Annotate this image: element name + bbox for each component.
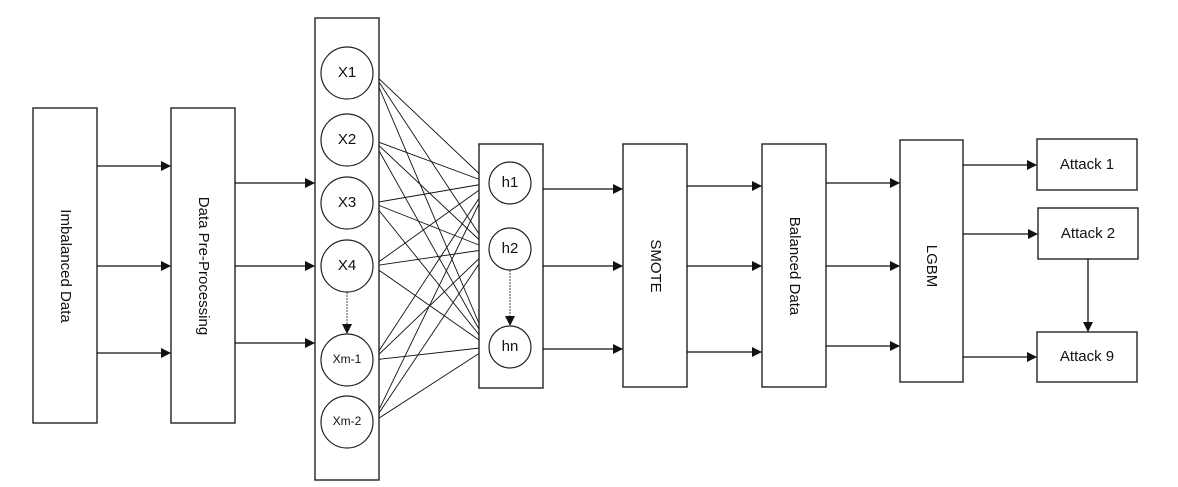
attack-2-box — [1037, 207, 1139, 260]
attack-1-label: Attack 1 — [1060, 156, 1114, 173]
input-node-x3-label: X3 — [338, 194, 356, 211]
input-node-xm-2-circle — [320, 395, 374, 449]
hidden-node-h1-circle — [488, 161, 532, 205]
attack-2-label: Attack 2 — [1061, 225, 1115, 242]
input-node-x4-circle — [320, 239, 374, 293]
lgbm-label: LGBM — [923, 245, 940, 288]
input-node-x2-label: X2 — [338, 131, 356, 148]
edge-x3-hn — [372, 202, 490, 348]
edge-x4-h2 — [372, 248, 490, 267]
input-node-x1-circle — [320, 46, 374, 100]
smote-label: SMOTE — [647, 239, 664, 292]
input-node-x2-circle — [320, 113, 374, 167]
edge-xm-2-hn — [372, 346, 490, 423]
hidden-node-h1-label: h1 — [502, 174, 519, 191]
preprocessing-label: Data Pre-Processing — [195, 197, 212, 335]
edge-x1-h2 — [372, 72, 490, 250]
preprocessing-box — [170, 107, 236, 424]
edge-x2-h2 — [372, 139, 490, 250]
attack-1-box — [1036, 138, 1138, 191]
input-node-xm-1-label: Xm-1 — [333, 352, 362, 366]
lgbm-box — [899, 139, 964, 383]
smote-box — [622, 143, 688, 388]
edge-xm-2-h1 — [372, 182, 490, 423]
hidden-node-hn-circle — [488, 325, 532, 369]
edge-x3-h2 — [372, 202, 490, 250]
input-node-xm-1-circle — [320, 333, 374, 387]
edge-x1-h1 — [372, 72, 490, 184]
input-node-xm-2-label: Xm-2 — [333, 414, 362, 428]
hidden-node-h2-circle — [488, 227, 532, 271]
edge-x1-hn — [372, 72, 490, 348]
hidden-node-h2-label: h2 — [502, 240, 519, 257]
edge-xm-1-h2 — [372, 248, 490, 361]
connection-edges — [372, 72, 490, 423]
edge-xm-1-hn — [372, 346, 490, 361]
imbalanced-data-label: Imbalanced Data — [57, 209, 74, 323]
edge-xm-2-h2 — [372, 248, 490, 423]
edge-x3-h1 — [372, 182, 490, 204]
edge-xm-1-h1 — [372, 182, 490, 361]
input-node-x3-circle — [320, 176, 374, 230]
edge-x2-h1 — [372, 139, 490, 184]
balanced-data-box — [761, 143, 827, 388]
attack-9-box — [1036, 331, 1138, 383]
balanced-data-label: Balanced Data — [786, 217, 803, 316]
input-node-x1-label: X1 — [338, 64, 356, 81]
edge-x2-hn — [372, 139, 490, 348]
attack-9-label: Attack 9 — [1060, 348, 1114, 365]
edge-x4-h1 — [372, 182, 490, 267]
hidden-node-hn-label: hn — [502, 338, 519, 355]
input-node-x4-label: X4 — [338, 257, 356, 274]
edge-x4-hn — [372, 265, 490, 348]
